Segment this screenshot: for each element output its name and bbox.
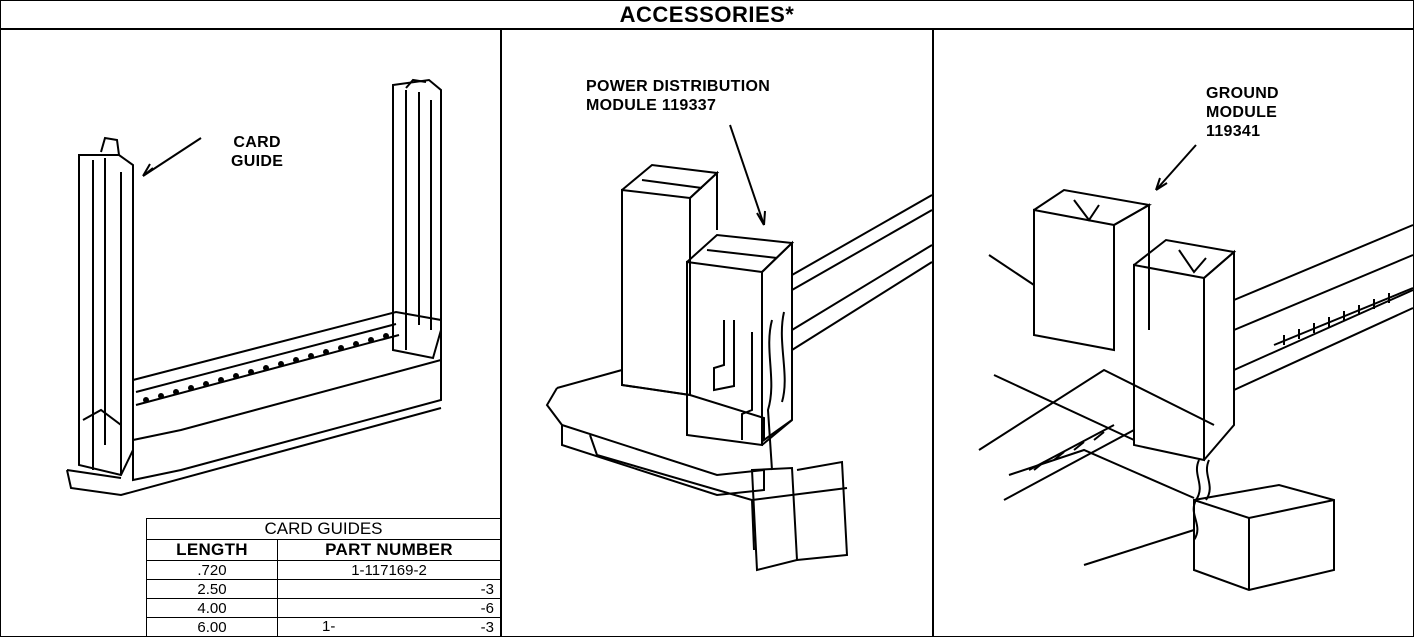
card-guide-panel: CARD GUIDE CARD GUIDES LENGTH PART NUMBE… xyxy=(1,30,501,637)
table-row: 6.00 1--3 xyxy=(146,617,501,637)
table-header-length: LENGTH xyxy=(146,539,278,561)
ground-module-label: GROUND MODULE 119341 xyxy=(1206,85,1279,140)
table-caption: CARD GUIDES xyxy=(146,518,501,540)
card-guide-illustration xyxy=(66,78,442,497)
page-title: ACCESSORIES* xyxy=(1,1,1413,30)
ground-module-illustration xyxy=(978,144,1414,592)
power-distribution-panel: POWER DISTRIBUTION MODULE 119337 xyxy=(502,30,933,636)
card-guide-label: CARD GUIDE xyxy=(231,134,284,170)
card-guides-table: CARD GUIDES LENGTH PART NUMBER .720 1-11… xyxy=(146,518,501,637)
table-row: .720 1-117169-2 xyxy=(146,560,501,580)
ground-module-panel: GROUND MODULE 119341 xyxy=(934,30,1414,636)
table-row: 4.00 -6 xyxy=(146,598,501,618)
power-distribution-module-illustration xyxy=(545,124,933,572)
table-row: 2.50 -3 xyxy=(146,579,501,599)
table-header-part-number: PART NUMBER xyxy=(277,539,501,561)
power-distribution-label: POWER DISTRIBUTION MODULE 119337 xyxy=(586,78,771,114)
panel-divider xyxy=(932,30,934,636)
panel-divider xyxy=(500,30,502,636)
